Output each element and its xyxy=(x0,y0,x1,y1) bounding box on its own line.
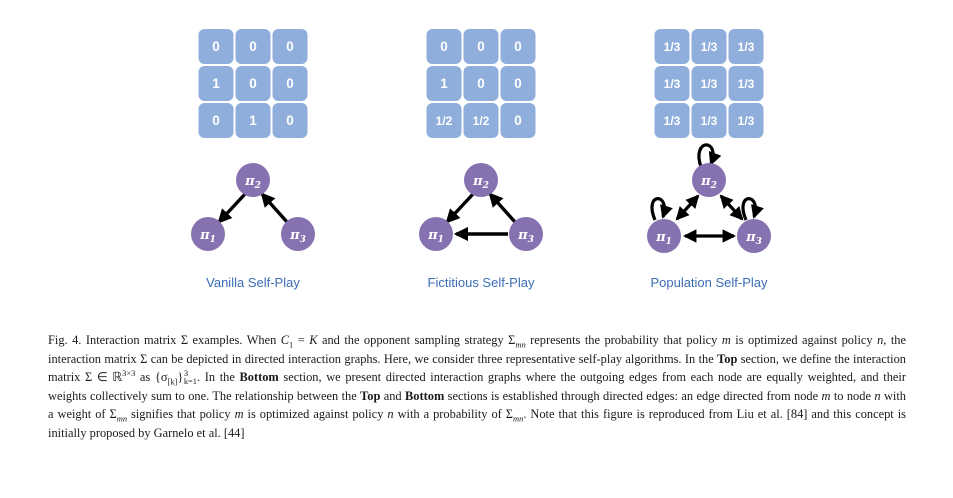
matrix-cell: 0 xyxy=(425,28,463,65)
matrix-cell: 1/3 xyxy=(690,102,728,139)
caption-text: sections is established through directed… xyxy=(444,388,822,403)
matrix-cell: 1 xyxy=(234,102,272,139)
caption-symbol-m: m xyxy=(234,407,244,422)
graph-node-pi1: π1 xyxy=(647,219,681,253)
caption-text: and the opponent sampling strategy Σ xyxy=(317,333,516,347)
graph-edges xyxy=(650,143,764,243)
caption-emphasis-top: Top xyxy=(360,388,381,403)
caption-set-upper: 3 xyxy=(183,367,189,378)
matrix-cell: 0 xyxy=(271,65,309,102)
matrix-cell: 0 xyxy=(499,65,537,102)
matrix-cell: 1/3 xyxy=(690,28,728,65)
caption-text: is optimized against policy xyxy=(730,333,878,347)
panel-label-fictitious: Fictitious Self-Play xyxy=(427,275,535,290)
panel-vanilla: 0 0 0 1 0 0 0 1 0 xyxy=(140,0,366,311)
matrix-cell: 1/3 xyxy=(727,65,765,102)
matrix-fictitious: 0 0 0 1 0 0 1/2 1/2 0 xyxy=(425,28,537,139)
caption-symbol-n: n xyxy=(877,333,884,347)
matrix-cell: 1/3 xyxy=(653,102,691,139)
graph-node-pi1: π1 xyxy=(419,217,453,251)
matrix-cell: 0 xyxy=(499,28,537,65)
matrix-cell: 0 xyxy=(271,28,309,65)
caption-text: as {σ xyxy=(135,370,168,385)
caption-text: Interaction matrix Σ examples. When xyxy=(81,333,281,347)
graph-vanilla: π2 π1 π3 xyxy=(173,148,333,258)
panel-label-vanilla: Vanilla Self-Play xyxy=(206,275,300,290)
caption-text: . Note that this figure is reproduced fr… xyxy=(48,407,906,440)
matrix-cell: 0 xyxy=(271,102,309,139)
caption-text: is optimized against policy xyxy=(243,407,388,422)
caption-text: signifies that policy xyxy=(127,407,235,422)
caption-text: . In the xyxy=(196,370,240,385)
caption-text: = xyxy=(293,333,310,347)
matrix-cell: 1 xyxy=(197,65,235,102)
caption-text: with a probability of Σ xyxy=(393,407,514,422)
matrix-vanilla: 0 0 0 1 0 0 0 1 0 xyxy=(197,28,309,139)
panel-population: 1/3 1/3 1/3 1/3 1/3 1/3 1/3 1/3 1/3 xyxy=(596,0,822,311)
matrix-cell: 0 xyxy=(499,102,537,139)
graph-fictitious: π2 π1 π3 xyxy=(401,148,561,258)
caption-symbol-m: m xyxy=(721,333,731,347)
caption-sigma-index: [k] xyxy=(167,376,178,387)
caption-text: and xyxy=(380,388,406,403)
graph-node-pi1: π1 xyxy=(191,217,225,251)
caption-text: represents the probability that policy xyxy=(525,333,722,347)
caption-figure-number: Fig. 4. xyxy=(48,333,82,347)
graph-node-pi2: π2 xyxy=(236,163,270,197)
caption-text: to node xyxy=(830,388,875,403)
matrix-population: 1/3 1/3 1/3 1/3 1/3 1/3 1/3 1/3 1/3 xyxy=(653,28,765,139)
matrix-cell: 1/2 xyxy=(425,102,463,139)
caption-text: , the interaction matrix Σ can be depict… xyxy=(48,333,906,366)
matrix-cell: 1/3 xyxy=(653,65,691,102)
matrix-cell: 1/3 xyxy=(690,65,728,102)
caption-sigma-sub-mn: mn xyxy=(116,413,128,424)
caption-text: } xyxy=(177,370,184,385)
matrix-cell: 1/3 xyxy=(727,102,765,139)
caption-set-lower: k=1 xyxy=(183,376,197,387)
caption-symbol-n: n xyxy=(874,388,881,403)
graph-edges xyxy=(217,192,289,224)
figure-caption: Fig. 4. Interaction matrix Σ examples. W… xyxy=(48,331,906,443)
caption-symbol-C: C xyxy=(280,333,290,347)
caption-dimension: 3×3 xyxy=(122,368,136,379)
panel-label-population: Population Self-Play xyxy=(650,275,768,290)
panel-fictitious: 0 0 0 1 0 0 1/2 1/2 0 xyxy=(368,0,594,311)
caption-emphasis-bottom: Bottom xyxy=(239,370,279,385)
matrix-cell: 1 xyxy=(425,65,463,102)
caption-sigma-sub-mn: mn xyxy=(515,339,526,350)
matrix-cell: 0 xyxy=(197,102,235,139)
graph-node-pi2: π2 xyxy=(692,163,726,197)
caption-symbol-n: n xyxy=(387,407,394,422)
graph-node-pi2: π2 xyxy=(464,163,498,197)
caption-text: section, we present directed interaction… xyxy=(48,370,906,403)
caption-emphasis-bottom: Bottom xyxy=(405,388,445,403)
graph-node-pi3: π3 xyxy=(509,217,543,251)
graph-edges xyxy=(445,192,517,242)
matrix-cell: 0 xyxy=(197,28,235,65)
caption-symbol-m: m xyxy=(821,388,831,403)
matrix-cell: 0 xyxy=(462,65,500,102)
caption-sigma-sub-mn: mn xyxy=(513,413,524,424)
matrix-cell: 0 xyxy=(234,28,272,65)
caption-text: section, we define the interaction matri… xyxy=(48,351,906,385)
graph-node-pi3: π3 xyxy=(281,217,315,251)
matrix-cell: 0 xyxy=(234,65,272,102)
matrix-cell: 1/3 xyxy=(727,28,765,65)
caption-text: with a weight of Σ xyxy=(48,388,906,422)
figure-panel: 0 0 0 1 0 0 0 1 0 xyxy=(140,0,820,311)
graph-population: π2 π1 π3 xyxy=(629,140,789,260)
caption-emphasis-top: Top xyxy=(717,351,738,366)
caption-symbol-C-sub: 1 xyxy=(289,339,294,350)
matrix-cell: 0 xyxy=(462,28,500,65)
caption-symbol-K: K xyxy=(309,333,318,347)
graph-node-pi3: π3 xyxy=(737,219,771,253)
matrix-cell: 1/2 xyxy=(462,102,500,139)
matrix-cell: 1/3 xyxy=(653,28,691,65)
